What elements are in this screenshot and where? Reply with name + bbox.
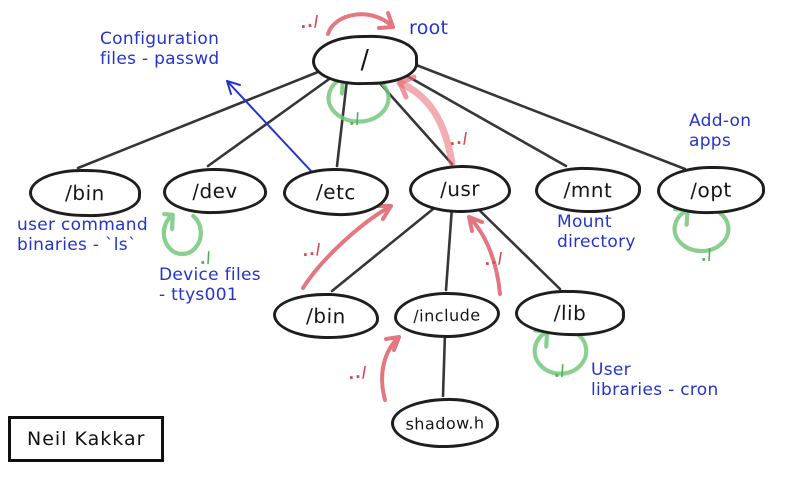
config-pointer-arrow xyxy=(226,80,312,172)
parent-arrow-usrlib-to-usr xyxy=(467,215,502,296)
author-signature-box: Neil Kakkar xyxy=(8,416,165,462)
parent-arrow-usr-to-root-head xyxy=(397,74,417,100)
self-loop-opt xyxy=(675,209,729,251)
node-usr: /usr xyxy=(408,164,512,214)
node-opt-label: /opt xyxy=(690,177,732,203)
annotation-user-libraries: User libraries - cron xyxy=(591,360,719,401)
node-root-label: / xyxy=(360,44,370,76)
node-usr-label: /usr xyxy=(439,176,481,202)
parent-arrow-root-self xyxy=(326,11,395,36)
annotation-user-command-binaries: user command binaries - `ls` xyxy=(17,215,148,256)
node-bin: /bin xyxy=(28,168,142,218)
parent-dir-marker-usr-lib: ../ xyxy=(482,248,506,270)
annotation-configuration-files: Configuration files - passwd xyxy=(100,29,220,70)
edge-root-dev xyxy=(206,75,334,168)
node-mnt-label: /mnt xyxy=(563,177,613,203)
edge-root-opt xyxy=(409,61,687,171)
self-loop-dev xyxy=(164,214,201,254)
node-usr-bin-label: /bin xyxy=(305,303,347,329)
parent-dir-marker-usr-bin: ../ xyxy=(300,239,324,261)
node-etc-label: /etc xyxy=(315,179,357,205)
parent-arrow-usr-to-root xyxy=(396,79,456,167)
node-dev-label: /dev xyxy=(191,178,238,204)
edge-include-shadowh xyxy=(441,331,447,398)
edge-usr-include xyxy=(444,205,454,292)
author-signature: Neil Kakkar xyxy=(27,428,146,450)
node-root: / xyxy=(311,34,419,86)
edge-root-etc xyxy=(335,78,349,168)
edge-usr-lib xyxy=(471,202,562,291)
annotation-root: root xyxy=(409,17,449,39)
annotation-addon-apps: Add-on apps xyxy=(689,111,752,152)
parent-dir-marker-shadow-h: ../ xyxy=(346,362,370,384)
edge-root-bin xyxy=(76,70,320,170)
node-usr-include-label: /include xyxy=(413,304,481,326)
node-mnt: /mnt xyxy=(534,166,642,214)
parent-arrow-shadowh-to-include xyxy=(380,335,401,402)
annotation-device-files: Device files - ttys001 xyxy=(159,265,261,306)
edge-usr-bin xyxy=(330,203,440,293)
edge-root-mnt xyxy=(398,70,568,168)
annotation-mount-directory: Mount directory xyxy=(557,212,636,253)
node-usr-lib-label: /lib xyxy=(553,300,587,326)
node-bin-label: /bin xyxy=(64,180,106,206)
node-shadow-h-label: shadow.h xyxy=(405,412,485,434)
parent-dir-marker-usr: ../ xyxy=(447,128,471,150)
parent-dir-marker-root: ../ xyxy=(298,11,322,33)
